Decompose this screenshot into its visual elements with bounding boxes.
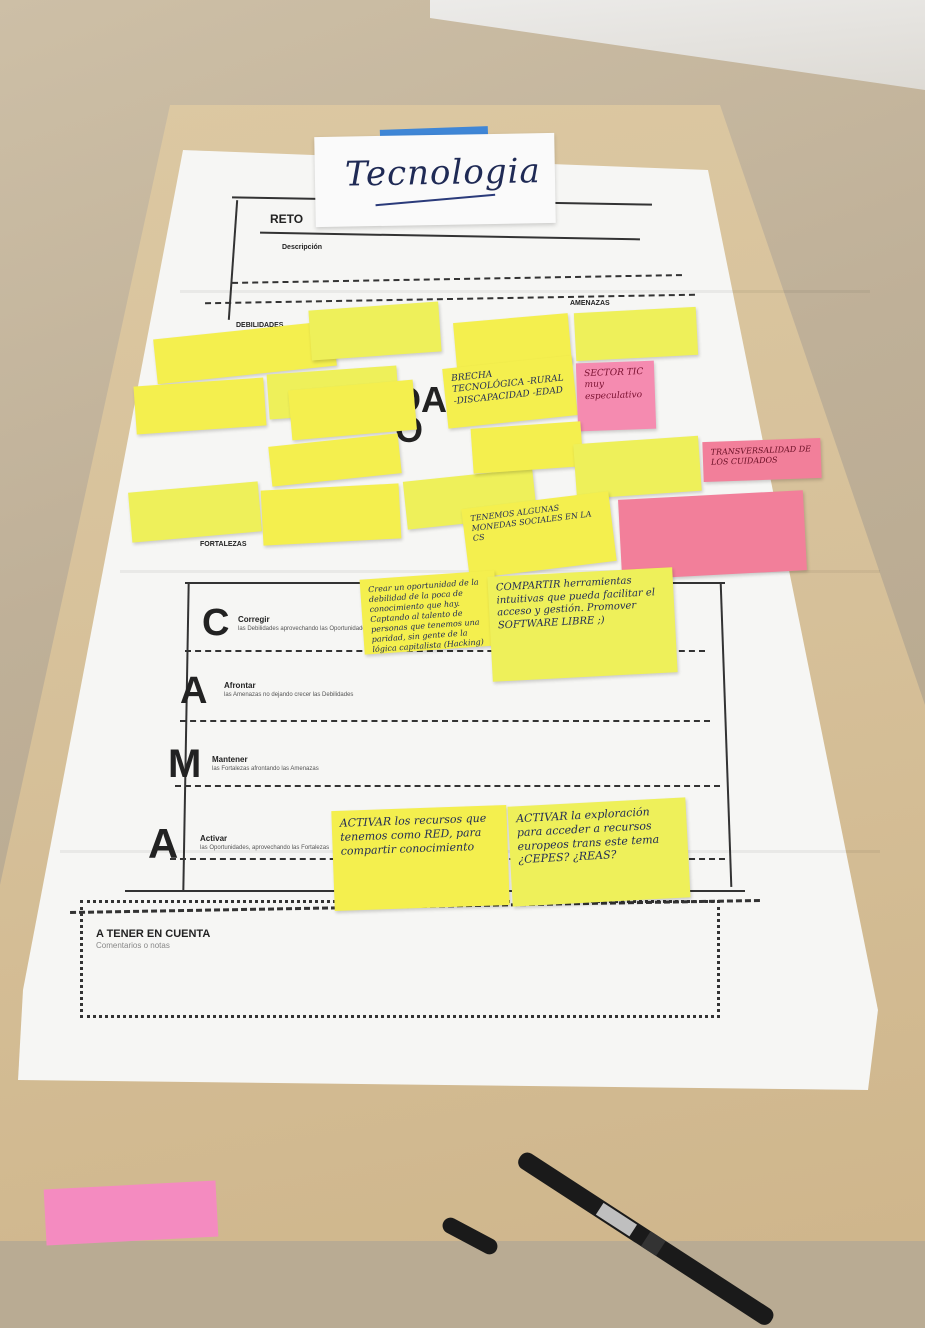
title-text: Tecnologia — [344, 151, 542, 195]
cama-divider — [185, 650, 705, 652]
fortalezas-label: FORTALEZAS — [200, 541, 247, 548]
sticky-activar-europa-text: ACTIVAR la exploración para acceder a re… — [515, 805, 660, 867]
sticky-compartir-text: COMPARTIR herramientas intuitivas que pu… — [495, 575, 656, 631]
title-card: Tecnologia — [314, 132, 556, 228]
notes-title: A TENER EN CUENTA — [96, 928, 211, 940]
descripcion-label: Descripción — [282, 244, 323, 251]
cama-letter-m: M — [168, 742, 202, 786]
notes-box — [80, 900, 720, 1018]
debilidades-label: DEBILIDADES — [236, 322, 284, 329]
cama-title-mantener: Mantener — [212, 755, 248, 764]
fold-crease — [180, 290, 870, 293]
sticky-sector-tic-text: SECTOR TIC muy especulativo — [584, 367, 644, 402]
sticky-compartir: COMPARTIR herramientas intuitivas que pu… — [487, 567, 678, 682]
amenazas-label: AMENAZAS — [570, 300, 610, 307]
sticky-activar-red: ACTIVAR los recursos que tenemos como RE… — [331, 804, 510, 912]
cama-title-afrontar: Afrontar — [224, 681, 256, 690]
sticky-note — [133, 377, 267, 435]
cama-letter-c: C — [202, 602, 230, 644]
sticky-note — [308, 301, 442, 361]
title-underline — [375, 193, 496, 207]
sticky-transversalidad: TRANSVERSALIDAD DE LOS CUIDADOS — [702, 437, 822, 483]
sticky-note — [260, 483, 402, 546]
sticky-crear-text: Crear un oportunidad de la debilidad de … — [367, 577, 485, 655]
sticky-crear: Crear un oportunidad de la debilidad de … — [359, 570, 500, 655]
cama-divider — [175, 785, 720, 787]
notes-subtitle: Comentarios o notas — [96, 941, 170, 950]
cama-title-corregir: Corregir — [238, 615, 270, 624]
cama-desc-afrontar: las Amenazas no dejando crecer las Debil… — [224, 692, 354, 698]
sticky-tenemos-text: TENEMOS ALGUNAS MONEDAS SOCIALES EN LA C… — [469, 503, 592, 544]
sticky-note — [618, 490, 807, 580]
cama-letter-a1: A — [180, 670, 208, 712]
sticky-transversalidad-text: TRANSVERSALIDAD DE LOS CUIDADOS — [710, 444, 812, 467]
cama-desc-mantener: las Fortalezas afrontando las Amenazas — [212, 766, 319, 772]
reto-label: RETO — [270, 212, 304, 226]
pink-sticky-pad — [43, 1180, 219, 1246]
sticky-brecha-text: BRECHA TECNOLÓGICA -RURAL -DISCAPACIDAD … — [450, 369, 565, 407]
cama-divider — [180, 720, 710, 722]
cama-desc-activar: las Oportunidades, aprovechando las Fort… — [200, 845, 330, 851]
cama-letter-a2: A — [148, 820, 179, 867]
sticky-note — [470, 421, 584, 474]
sticky-activar-europa: ACTIVAR la exploración para acceder a re… — [507, 797, 691, 907]
sticky-note — [573, 306, 699, 362]
cama-title-activar: Activar — [200, 834, 228, 843]
sticky-sector-tic: SECTOR TIC muy especulativo — [575, 360, 657, 432]
sticky-note — [573, 435, 702, 500]
sticky-activar-red-text: ACTIVAR los recursos que tenemos como RE… — [339, 811, 487, 858]
cama-desc-corregir: las Debilidades aprovechando las Oportun… — [238, 626, 369, 632]
